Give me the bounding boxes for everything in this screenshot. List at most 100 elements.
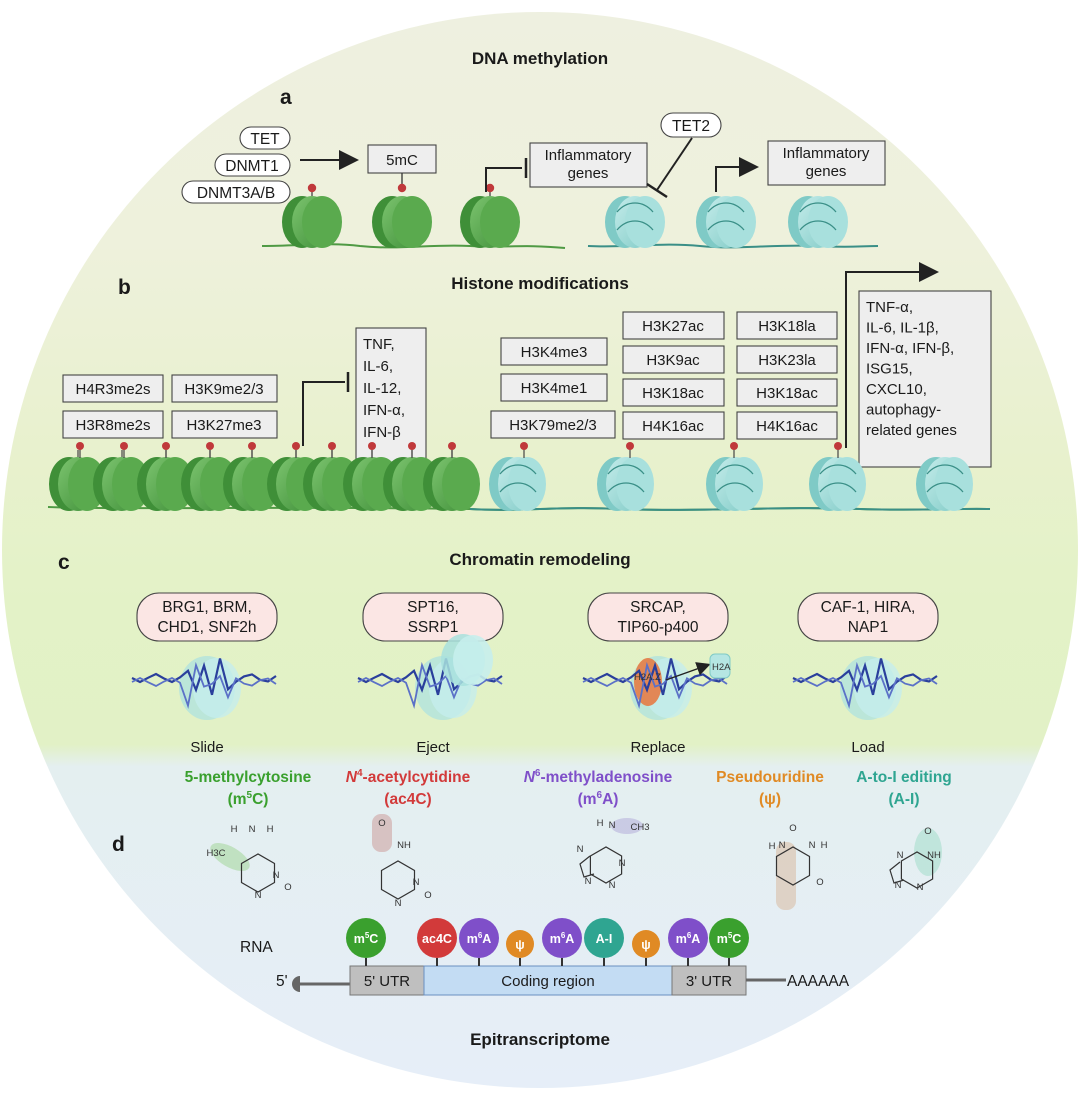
coding-label: Coding region [501,973,594,990]
remodeler-action: Load [851,739,884,756]
mark-h3k23la: H3K23la [758,352,816,369]
rna-site: m6A [668,918,708,966]
methyl-mark [76,442,84,450]
lactyl-marks: H3K18la H3K23la H3K18ac H4K16ac [736,311,838,440]
polya-tail: AAAAAA [787,973,850,990]
remodeler-factors: SRCAP,TIP60-p400 [618,599,699,636]
svg-text:N: N [255,890,262,901]
five-prime-label: 5' [276,973,288,990]
modification-name: N4-acetylcytidine [346,768,471,786]
panel-b-title: Histone modifications [451,274,629,293]
rna-site-label: m6A [550,931,575,946]
modification-mark [520,442,528,450]
inflammatory-genes-active-box [767,140,886,186]
modification-mark [626,442,634,450]
rna-site-label: m6A [676,931,701,946]
svg-text:H: H [267,824,274,835]
modification-abbr: (ψ) [759,791,781,808]
repression-line [485,167,522,192]
svg-text:O: O [378,818,385,829]
mark-h3k4me3: H3K4me3 [521,344,588,361]
svg-text:O: O [284,882,291,893]
svg-text:H: H [821,840,828,851]
methyl-mark [248,442,256,450]
svg-text:N: N [917,882,924,893]
svg-text:NH: NH [927,850,941,861]
remodeler-factors-pill [587,592,729,642]
svg-text:N: N [897,850,904,861]
mark-h3r8me2s: H3R8me2s [75,417,150,434]
rna-site-label: A-I [596,932,613,946]
mark-h4k16ac: H4K16ac [642,418,704,435]
rna-site: m6A [542,918,582,966]
panel-d-letter: d [112,833,125,856]
methyl-mark [408,442,416,450]
enzyme-pills: TET DNMT1 DNMT3A/B [181,126,291,204]
svg-text:H3C: H3C [206,848,225,859]
rna-site-label: ψ [515,938,524,952]
mark-h3k4me1: H3K4me1 [521,380,588,397]
mark-h4k16ac-2: H4K16ac [756,418,818,435]
mark-h3k18ac-2: H3K18ac [756,385,818,402]
svg-text:H: H [769,841,776,852]
tet2-inhibition [656,137,693,191]
svg-text:CH3: CH3 [630,822,649,833]
teal-nucleosome [916,457,973,511]
svg-text:N: N [395,898,402,909]
svg-text:H: H [231,824,238,835]
methyl-mark [120,442,128,450]
mark-h3k18ac: H3K18ac [642,385,704,402]
svg-text:O: O [924,826,931,837]
modification-abbr: (ac4C) [384,791,431,808]
rna-site: m6A [459,918,499,966]
modification-name: A-to-I editing [856,769,952,786]
ai-structure: O N NH N N [889,826,942,893]
tet2-label: TET2 [672,118,710,135]
green-nucleosomes-a [261,183,566,249]
remodeler-factors-pill [797,592,939,642]
rna-site: A-I [584,918,624,966]
methyl-mark [328,442,336,450]
activation-arrow-b [845,262,939,448]
svg-text:N: N [779,840,786,851]
activation-arrow [715,157,759,192]
activated-genes: TNF-α,IL-6, IL-1β,IFN-α, IFN-β,ISG15,CXC… [866,299,957,439]
remodeler-factors: BRG1, BRM,CHD1, SNF2h [157,599,256,636]
teal-nucleosomes-a [587,196,879,249]
remodeler-factors: CAF-1, HIRA,NAP1 [821,599,916,636]
modification-abbr: (A-I) [889,791,920,808]
modification-name: Pseudouridine [716,769,824,786]
remodeler-action: Slide [190,739,223,756]
mark-h3k79me23: H3K79me2/3 [509,417,597,434]
svg-text:N: N [577,844,584,855]
panel-d: d 5-methylcytosine(m5C)N4-acetylcytidine… [112,768,952,1049]
mark-h3k18la: H3K18la [758,318,816,335]
tet2-pill [660,112,722,138]
svg-text:O: O [789,823,796,834]
svg-text:N: N [895,880,902,891]
svg-text:O: O [816,877,823,888]
remodeler-action: Replace [630,739,685,756]
utr5-label: 5' UTR [364,973,410,990]
rna-site: ψ [506,930,534,966]
svg-text:N: N [273,870,280,881]
methyl-mark [206,442,214,450]
activated-genes-box [858,290,992,468]
mark-h4r3me2s: H4R3me2s [75,381,150,398]
panel-b-letter: b [118,276,131,299]
modification-name: 5-methylcytosine [185,769,312,786]
inflammatory-genes-repressed-box [529,142,648,188]
svg-text:N: N [809,840,816,851]
dna-helix [131,658,277,696]
methyl-mark [368,442,376,450]
